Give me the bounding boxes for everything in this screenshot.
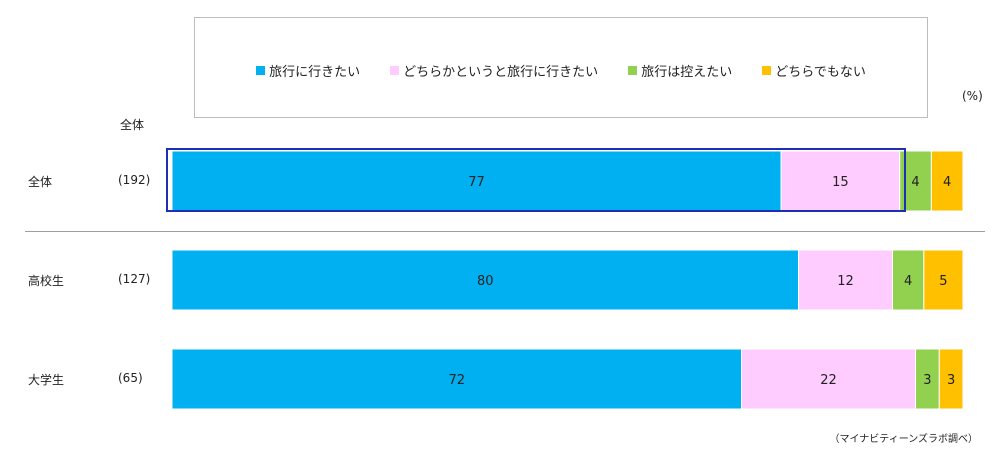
- unit-label: (%): [962, 89, 983, 103]
- bar-value-label-2-1: 22: [820, 373, 837, 388]
- bar-segment-2-3: [938, 348, 964, 410]
- bar-segment-2-0: [171, 348, 743, 410]
- legend-swatch-4: [762, 65, 772, 75]
- bar-value-label-2-3: 3: [947, 373, 955, 388]
- row-label-all: 全体: [28, 175, 53, 189]
- bar-value-label-1-1: 12: [837, 274, 854, 289]
- legend-swatch-3: [628, 65, 638, 75]
- bar-segment-0-3: [930, 150, 964, 212]
- legend-box: 旅行に行きたい どちらかというと旅行に行きたい 旅行は控えたい どちらでもない: [194, 17, 928, 118]
- bar-segment-0-0: [171, 150, 782, 212]
- legend-label-3: 旅行は控えたい: [641, 64, 733, 80]
- bar-value-label-0-3: 4: [943, 175, 951, 190]
- column-header: 全体: [120, 118, 145, 132]
- bar-value-label-1-3: 5: [939, 274, 947, 289]
- legend-swatch-2: [390, 65, 400, 75]
- bar-value-label-1-2: 4: [904, 274, 912, 289]
- row-n-university: (65): [118, 371, 143, 385]
- bar-segment-0-1: [780, 150, 901, 212]
- source-note: （マイナビティーンズラボ調べ）: [829, 434, 979, 445]
- divider: [25, 231, 985, 232]
- legend: 旅行に行きたい どちらかというと旅行に行きたい 旅行は控えたい どちらでもない: [195, 60, 927, 80]
- legend-label-4: どちらでもない: [775, 64, 866, 80]
- bar-value-label-1-0: 80: [477, 274, 494, 289]
- legend-item-1: 旅行に行きたい: [256, 61, 360, 80]
- legend-label-1: 旅行に行きたい: [269, 64, 361, 80]
- bar-segment-1-0: [171, 249, 800, 311]
- bar-value-label-2-2: 3: [923, 373, 931, 388]
- legend-swatch-1: [256, 65, 266, 75]
- legend-item-2: どちらかというと旅行に行きたい: [390, 61, 598, 80]
- highlight-frame: [166, 148, 906, 212]
- bar-value-label-0-2: 4: [911, 175, 919, 190]
- bar-segment-2-1: [741, 348, 917, 410]
- bar-value-label-0-1: 15: [832, 175, 849, 190]
- row-n-all: (192): [118, 173, 151, 187]
- row-label-highschool: 高校生: [28, 274, 65, 288]
- row-n-highschool: (127): [118, 272, 151, 286]
- row-label-university: 大学生: [28, 373, 65, 387]
- legend-item-4: どちらでもない: [762, 61, 866, 80]
- bar-value-label-0-0: 77: [468, 175, 485, 190]
- legend-label-2: どちらかというと旅行に行きたい: [403, 64, 599, 80]
- bar-segment-1-2: [892, 249, 925, 311]
- bar-segment-1-3: [923, 249, 964, 311]
- legend-item-3: 旅行は控えたい: [628, 61, 732, 80]
- bar-segment-1-1: [798, 249, 894, 311]
- bar-value-label-2-0: 72: [448, 373, 465, 388]
